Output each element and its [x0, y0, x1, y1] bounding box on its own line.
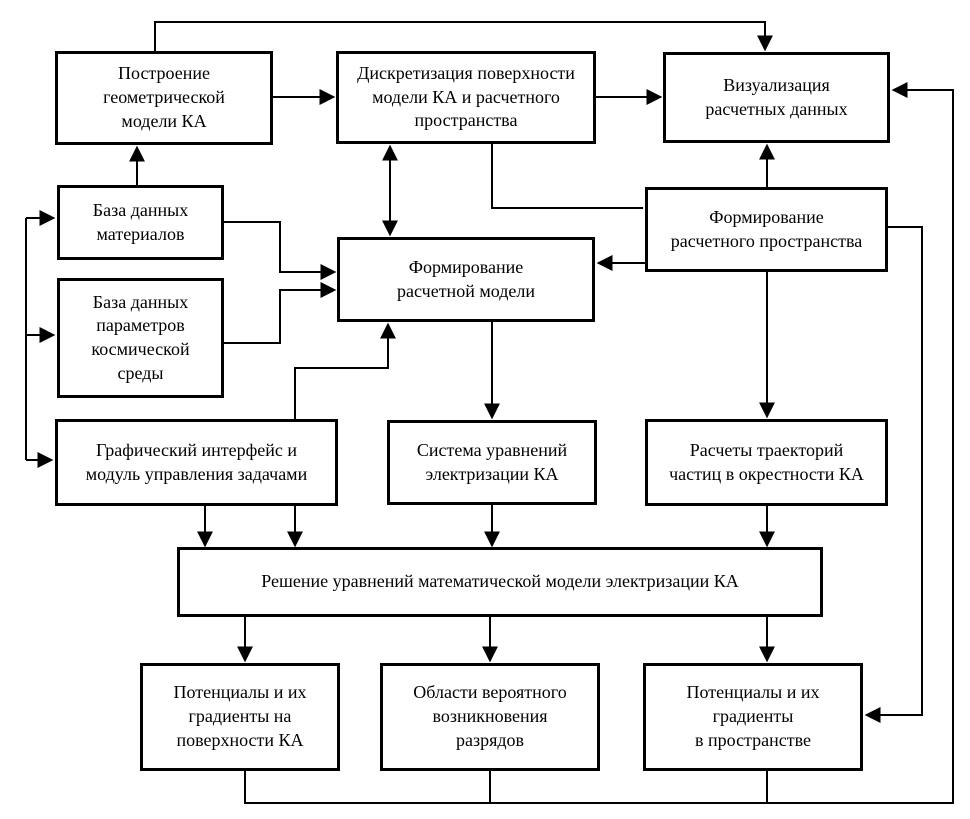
- flow-box-particle-trajectories: Расчеты траекторий частиц в окрестности …: [645, 419, 888, 506]
- flow-box-visualize-data: Визуализация расчетных данных: [663, 52, 890, 143]
- flow-box-space-env-db: База данных параметров космической среды: [57, 278, 224, 398]
- flow-box-form-comp-space: Формирование расчетного пространства: [645, 187, 888, 272]
- flow-box-build-geometric-model: Построение геометрической модели КА: [55, 51, 273, 145]
- flow-box-discretize-surface: Дискретизация поверхности модели КА и ра…: [336, 51, 596, 144]
- flow-box-gui-task-manager: Графический интерфейс и модуль управлени…: [55, 419, 338, 506]
- flow-box-surface-potentials: Потенциалы и их градиенты на поверхности…: [140, 663, 340, 771]
- edge-geom-to-visual: [154, 21, 773, 52]
- edge-gui-to-compmodel: [294, 322, 396, 419]
- flow-box-materials-db: База данных материалов: [57, 185, 224, 260]
- edge-compspace-to-spacepot: [864, 226, 923, 723]
- flow-box-form-comp-model: Формирование расчетной модели: [337, 237, 595, 322]
- flow-box-discharge-areas: Области вероятного возникновения разрядо…: [380, 663, 600, 771]
- edge-discretize-to-compspace: [491, 144, 643, 209]
- flow-box-charging-equations: Система уравнений электризации КА: [387, 420, 597, 505]
- edge-materials-to-compmodel: [224, 221, 337, 280]
- flow-box-solve-equations: Решение уравнений математической модели …: [177, 547, 823, 617]
- edge-results-to-visual-feedback: [245, 82, 954, 804]
- edge-envdb-to-compmodel: [224, 282, 337, 344]
- flow-box-space-potentials: Потенциалы и их градиенты в пространстве: [643, 663, 863, 771]
